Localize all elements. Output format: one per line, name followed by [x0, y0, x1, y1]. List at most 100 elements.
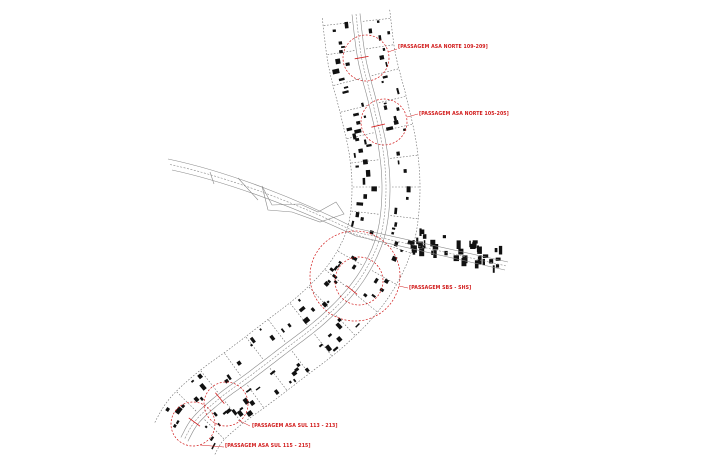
- building: [362, 159, 368, 165]
- eixo-rodoviario-road: [180, 13, 391, 442]
- building: [323, 280, 330, 287]
- building-footprints: [165, 20, 503, 450]
- building: [383, 105, 388, 111]
- building: [477, 246, 482, 254]
- building: [379, 287, 385, 293]
- building: [199, 396, 204, 402]
- building: [338, 77, 345, 82]
- grid-block-divider: [346, 132, 374, 140]
- label-passagem-asa-sul-115-215: PASSAGEM ASA SUL 115 - 215: [225, 443, 311, 449]
- building: [340, 45, 346, 49]
- building: [355, 120, 361, 125]
- building: [470, 243, 476, 249]
- grid-block-divider: [223, 352, 241, 376]
- zone-asa-norte-109-209: [342, 34, 390, 82]
- building: [442, 235, 446, 239]
- building: [236, 409, 244, 417]
- pedestrian-crossings: [188, 56, 386, 427]
- crossing-sbs-shs: [346, 285, 358, 295]
- building: [224, 378, 230, 384]
- building: [175, 420, 180, 425]
- building: [350, 220, 355, 228]
- building: [363, 194, 368, 199]
- building: [327, 279, 332, 284]
- building: [190, 379, 195, 383]
- road-edge-east: [180, 14, 383, 438]
- building: [174, 406, 183, 415]
- building: [326, 300, 330, 304]
- building: [351, 264, 357, 270]
- building: [431, 250, 433, 255]
- building: [383, 278, 390, 284]
- building: [498, 245, 503, 255]
- building: [423, 240, 426, 246]
- building: [432, 244, 439, 250]
- building: [400, 249, 404, 253]
- building: [332, 68, 340, 75]
- building: [353, 152, 357, 158]
- building: [242, 397, 250, 405]
- building: [165, 407, 171, 412]
- building: [385, 126, 394, 131]
- leader-asa-sul-115-215: [199, 444, 225, 448]
- building: [360, 216, 364, 222]
- building: [335, 58, 341, 65]
- zone-sbs-shs-inner: [334, 256, 384, 306]
- building: [355, 322, 360, 328]
- building: [287, 323, 292, 328]
- building: [355, 165, 359, 168]
- building: [292, 378, 297, 383]
- building: [338, 260, 343, 265]
- building: [327, 333, 333, 338]
- building: [396, 151, 401, 156]
- monumental-axis-edge-south: [171, 169, 506, 271]
- label-passagem-asa-norte-109-209: PASSAGEM ASA NORTE 109-209: [398, 44, 488, 50]
- building: [368, 28, 373, 34]
- building: [338, 49, 344, 54]
- building: [269, 334, 276, 341]
- building: [331, 273, 338, 280]
- eixo-monumental-axis: [167, 158, 509, 271]
- building: [329, 267, 335, 273]
- building: [477, 256, 481, 265]
- building: [255, 386, 261, 391]
- building: [304, 367, 310, 373]
- building: [358, 148, 364, 154]
- road-edge-west: [187, 13, 391, 442]
- leader-asa-sul-113-213: [237, 419, 251, 427]
- building: [489, 259, 494, 264]
- grid-outer-edge-east: [154, 18, 353, 424]
- zone-asa-sul-113-213: [203, 381, 249, 427]
- building: [250, 343, 253, 347]
- building: [456, 240, 461, 249]
- building: [397, 160, 400, 165]
- road-centerline: [184, 13, 387, 440]
- monumental-axis-lot-3: [209, 171, 215, 185]
- grid-block-divider: [390, 154, 419, 159]
- leader-asa-norte-105-205: [406, 113, 419, 118]
- building: [382, 75, 388, 79]
- building: [296, 362, 301, 368]
- building: [482, 254, 489, 258]
- zone-asa-sul-115-215: [170, 401, 216, 447]
- building: [363, 115, 367, 119]
- building: [352, 112, 360, 117]
- building: [259, 328, 262, 331]
- building: [222, 410, 228, 415]
- building: [373, 277, 379, 284]
- building: [204, 425, 208, 429]
- building: [381, 80, 384, 84]
- building: [213, 411, 218, 417]
- building: [333, 280, 338, 285]
- building: [385, 61, 388, 67]
- building: [419, 248, 425, 257]
- building: [393, 115, 397, 121]
- building: [346, 127, 353, 132]
- building: [355, 211, 360, 218]
- building: [245, 387, 252, 393]
- monumental-axis-centerline: [169, 164, 507, 267]
- building: [333, 265, 339, 271]
- building: [249, 399, 256, 407]
